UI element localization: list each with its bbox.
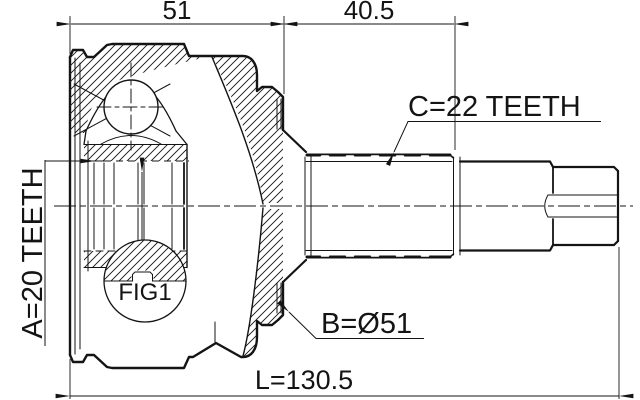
hatch-right-wall-bottom bbox=[243, 209, 283, 357]
hatch-top-band bbox=[70, 45, 211, 133]
axial-hole bbox=[544, 194, 619, 218]
label-inner-spline: A=20 TEETH bbox=[17, 167, 49, 338]
neck-groove-line bbox=[276, 98, 282, 130]
race-side bbox=[83, 130, 188, 146]
shaft-end-bottom bbox=[551, 239, 620, 247]
shaft bbox=[281, 128, 620, 284]
bell-housing bbox=[68, 42, 285, 370]
dim-total-length: L=130.5 bbox=[255, 365, 353, 395]
bell-outline-top bbox=[68, 42, 285, 132]
bell-outline-bottom bbox=[68, 280, 285, 370]
boot-cone bbox=[281, 128, 308, 284]
dim-housing-width: 51 bbox=[163, 0, 192, 25]
fig-label: FIG1 bbox=[118, 279, 171, 306]
hatch-right-wall-top bbox=[212, 56, 283, 203]
shaft-mid-bottom bbox=[458, 243, 555, 252]
label-outer-spline: C=22 TEETH bbox=[408, 91, 581, 123]
spline-end-groove bbox=[453, 156, 461, 256]
dim-spline-length: 40.5 bbox=[344, 0, 395, 25]
dimensions: 51 40.5 L=130.5 bbox=[55, 0, 634, 399]
label-outer-diameter: B=Ø51 bbox=[321, 308, 412, 340]
leader-outer-diameter bbox=[277, 300, 424, 339]
spline-start-face bbox=[304, 155, 312, 257]
ball-crosshair bbox=[96, 62, 167, 151]
fig1-detail: FIG1 bbox=[103, 157, 187, 323]
leader-labels: C=22 TEETH B=Ø51 A=20 TEETH bbox=[17, 91, 601, 346]
tooth-profile bbox=[104, 271, 186, 282]
hatch-inner-race-top bbox=[84, 144, 187, 161]
cavity-wall-top bbox=[211, 56, 264, 205]
cavity-wall-bottom bbox=[242, 207, 264, 357]
shaft-mid-top bbox=[458, 160, 555, 169]
leader-outer-spline bbox=[385, 121, 601, 167]
shaft-end-top bbox=[551, 165, 620, 173]
